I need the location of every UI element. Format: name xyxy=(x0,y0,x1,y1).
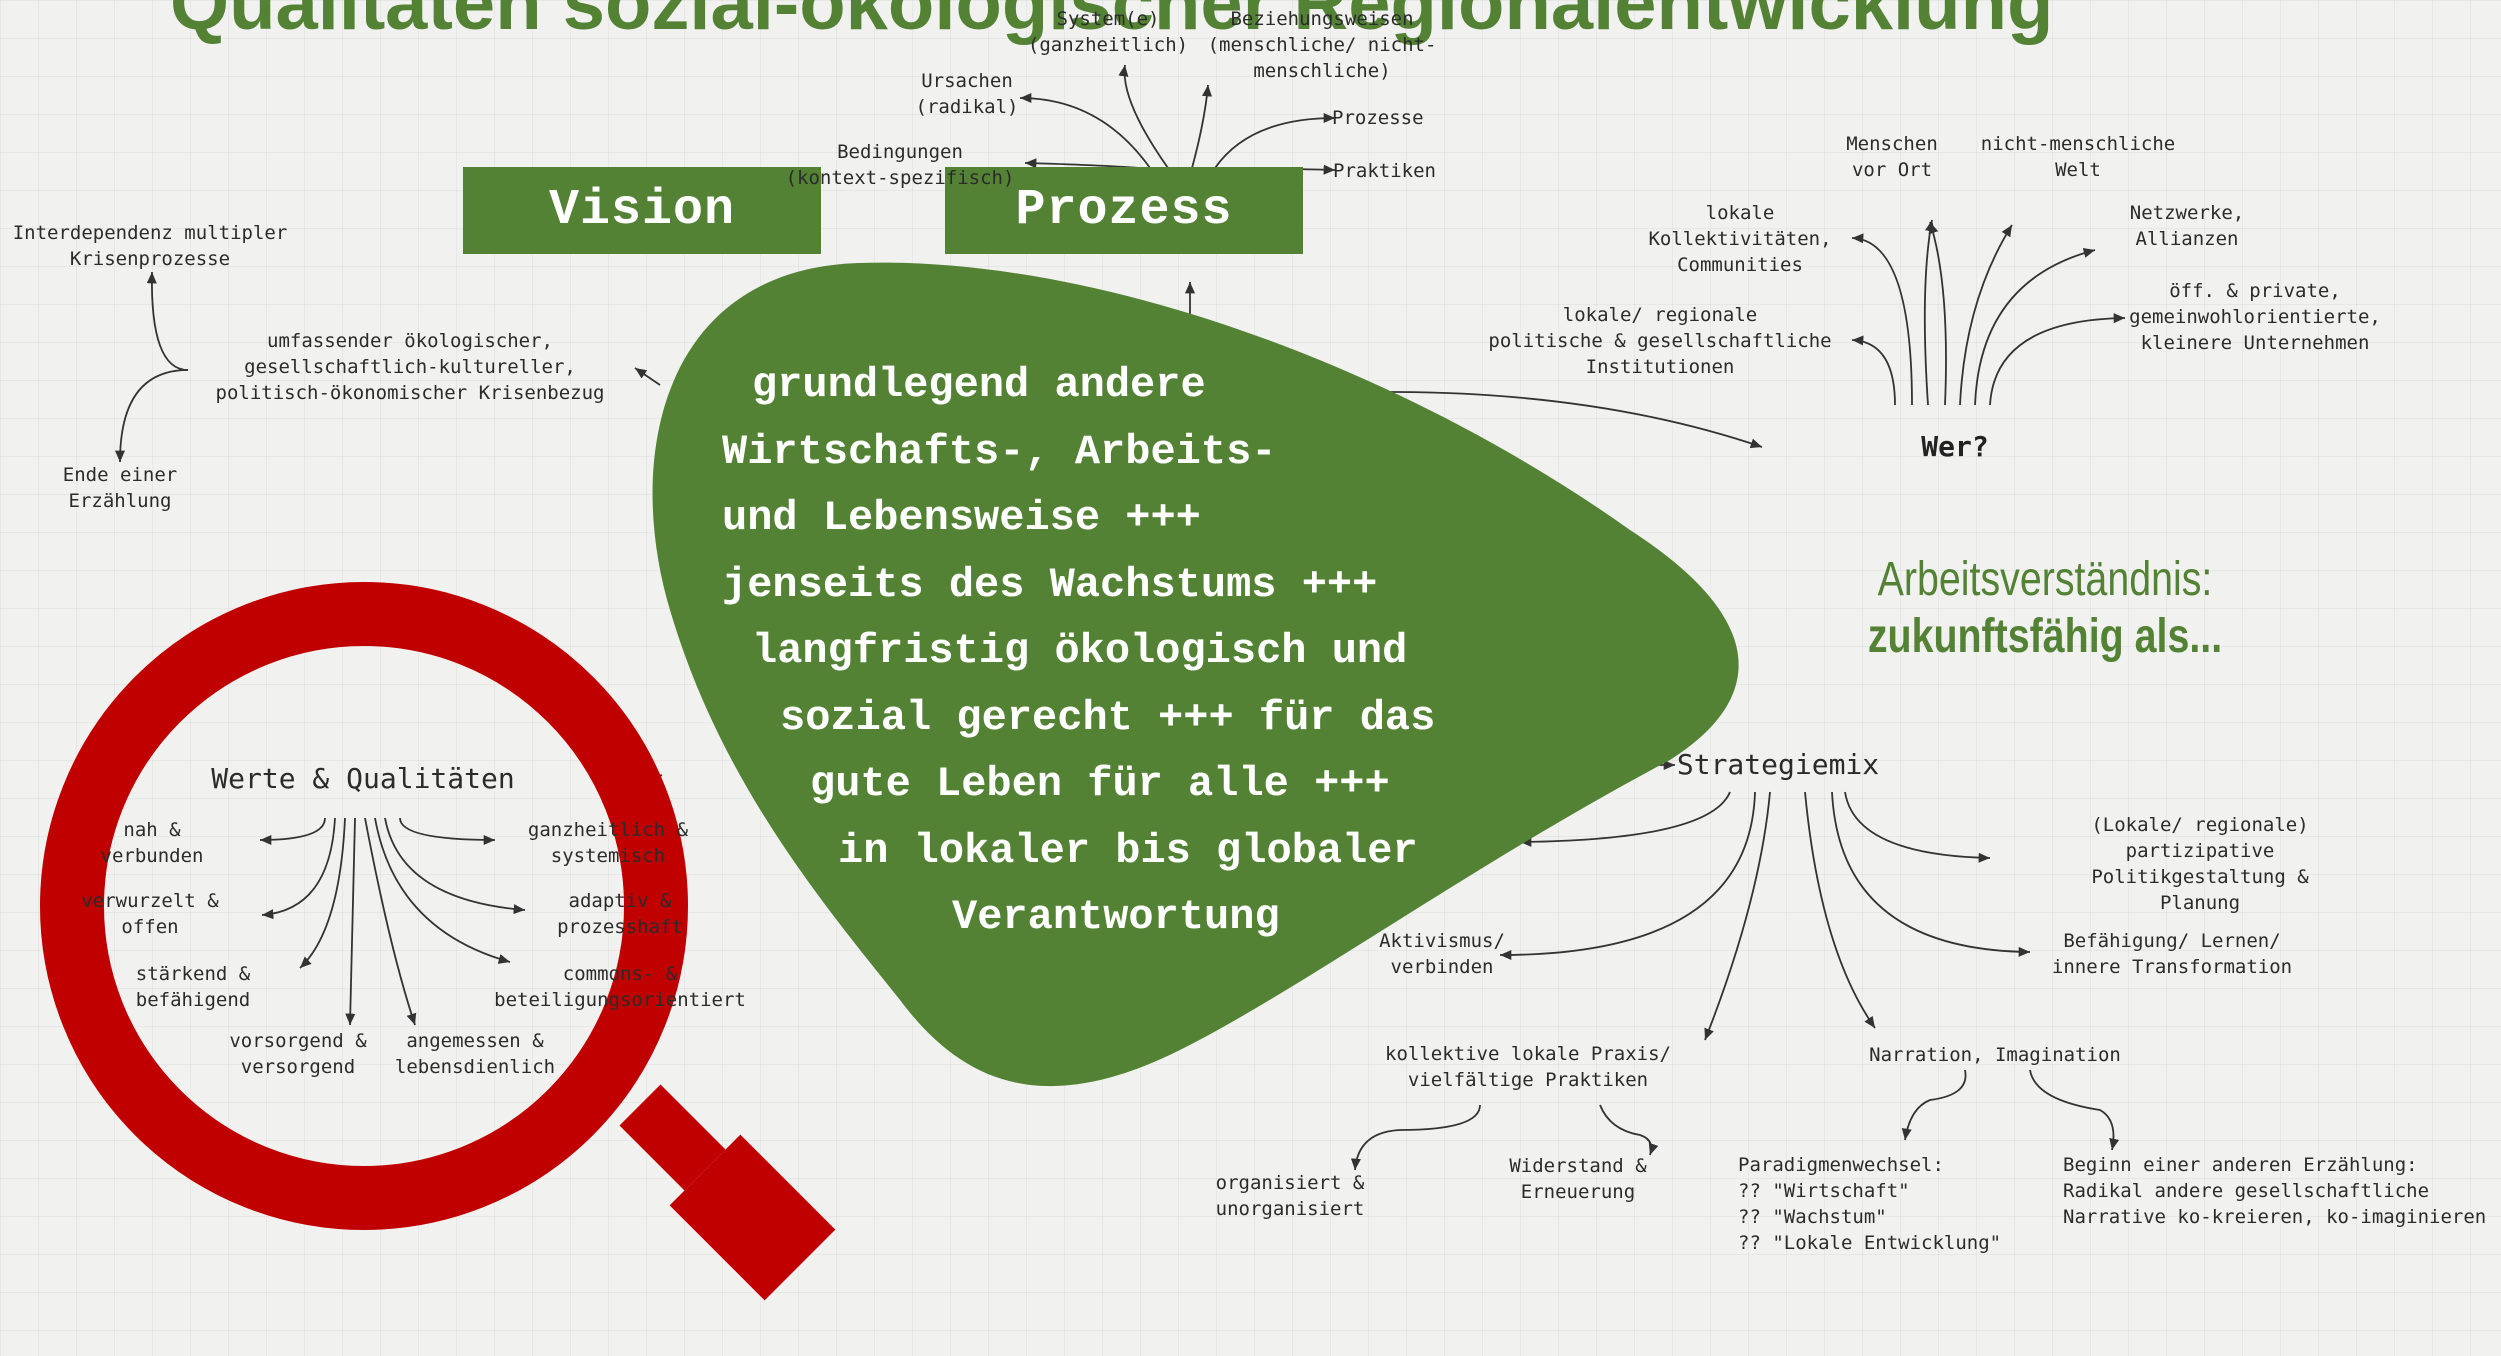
process-system-label: System(e) (ganzheitlich) xyxy=(1027,8,1189,56)
strategy-resistance-label: Widerstand & Erneuerung xyxy=(1509,1155,1647,1203)
process-practices-label: Praktiken xyxy=(1333,160,1436,182)
work-understanding-line2: zukunftsfähig als... xyxy=(1867,610,2223,663)
process-processes-label: Prozesse xyxy=(1332,107,1424,129)
values-holistic-label: ganzheitlich & systemisch xyxy=(527,819,689,867)
values-hub: Werte & Qualitäten xyxy=(211,762,515,795)
strategy-hub: Strategiemix xyxy=(1676,748,1880,781)
central-statement-text: grundlegend andere Wirtschafts-, Arbeits… xyxy=(690,352,1590,951)
process-causes-label: Ursachen (radikal) xyxy=(915,70,1019,118)
values-caring-label: vorsorgend & versorgend xyxy=(229,1030,367,1078)
values-commons-label: commons- & beteiligungsorientiert xyxy=(494,963,746,1011)
values-rooted-label: verwurzelt & offen xyxy=(81,890,219,938)
statement-line: gute Leben für alle +++ xyxy=(810,760,1390,808)
vision-end-story-label: Ende einer Erzählung xyxy=(62,464,178,512)
strategy-narration-label: Narration, Imagination xyxy=(1869,1044,2121,1066)
page-title: Qualitäten sozial-ökologischer Regionale… xyxy=(170,0,2054,46)
strategy-activism-label: Aktivismus/ verbinden xyxy=(1379,930,1505,978)
statement-line: grundlegend andere xyxy=(752,361,1206,409)
process-conditions-label: Bedingungen (kontext-spezifisch) xyxy=(785,141,1015,189)
vision-interdependence-label: Interdependenz multipler Krisenprozesse xyxy=(12,222,288,270)
strategy-new-story-label: Beginn einer anderen Erzählung: Radikal … xyxy=(2063,1154,2487,1228)
vision-pill: Vision xyxy=(463,167,821,254)
connector-lines xyxy=(114,64,2126,1171)
statement-line: in lokaler bis globaler xyxy=(838,826,1418,875)
statement-line: langfristig ökologisch und xyxy=(752,627,1408,675)
prozess-pill: Prozess xyxy=(945,167,1303,254)
magnifier-icon xyxy=(40,582,836,1301)
who-institutions-label: lokale/ regionale politische & gesellsch… xyxy=(1488,304,1832,378)
values-empowering-label: stärkend & befähigend xyxy=(135,963,251,1011)
vision-crisis-label: umfassender ökologischer, gesellschaftli… xyxy=(215,330,605,404)
strategy-collective-practice-label: kollektive lokale Praxis/ vielfältige Pr… xyxy=(1385,1043,1671,1091)
who-people-label: Menschen vor Ort xyxy=(1846,133,1938,181)
strategy-empowerment-label: Befähigung/ Lernen/ innere Transformatio… xyxy=(2051,930,2293,978)
values-adaptive-label: adaptiv & prozesshaft xyxy=(557,890,683,938)
who-hub: Wer? xyxy=(1921,430,1989,463)
work-understanding: Arbeitsverständnis: zukunftsfähig als... xyxy=(1829,552,2261,664)
statement-line: und Lebensweise +++ xyxy=(722,494,1201,542)
values-close-label: nah & verbunden xyxy=(100,819,204,867)
who-enterprises-label: öff. & private, gemeinwohlorientierte, k… xyxy=(2129,280,2381,354)
statement-line: sozial gerecht +++ für das xyxy=(780,693,1436,742)
statement-line: Verantwortung xyxy=(952,893,1280,941)
who-nonhuman-label: nicht-menschliche Welt xyxy=(1980,133,2176,181)
central-statement-blob xyxy=(652,262,1739,1087)
strategy-paradigm-label: Paradigmenwechsel: ?? "Wirtschaft" ?? "W… xyxy=(1738,1154,2002,1254)
who-networks-label: Netzwerke, Allianzen xyxy=(2129,202,2245,250)
who-collectives-label: lokale Kollektivitäten, Communities xyxy=(1648,202,1832,276)
values-appropriate-label: angemessen & lebensdienlich xyxy=(394,1030,556,1078)
statement-line: jenseits des Wachstums +++ xyxy=(722,560,1378,609)
strategy-participative-label: (Lokale/ regionale) partizipative Politi… xyxy=(2091,814,2309,914)
work-understanding-line1: Arbeitsverständnis: xyxy=(1877,553,2213,606)
strategy-organized-label: organisiert & unorganisiert xyxy=(1215,1172,1365,1220)
process-relations-label: Beziehungsweisen (menschliche/ nicht- me… xyxy=(1207,8,1437,82)
statement-line: Wirtschafts-, Arbeits- xyxy=(722,427,1277,476)
